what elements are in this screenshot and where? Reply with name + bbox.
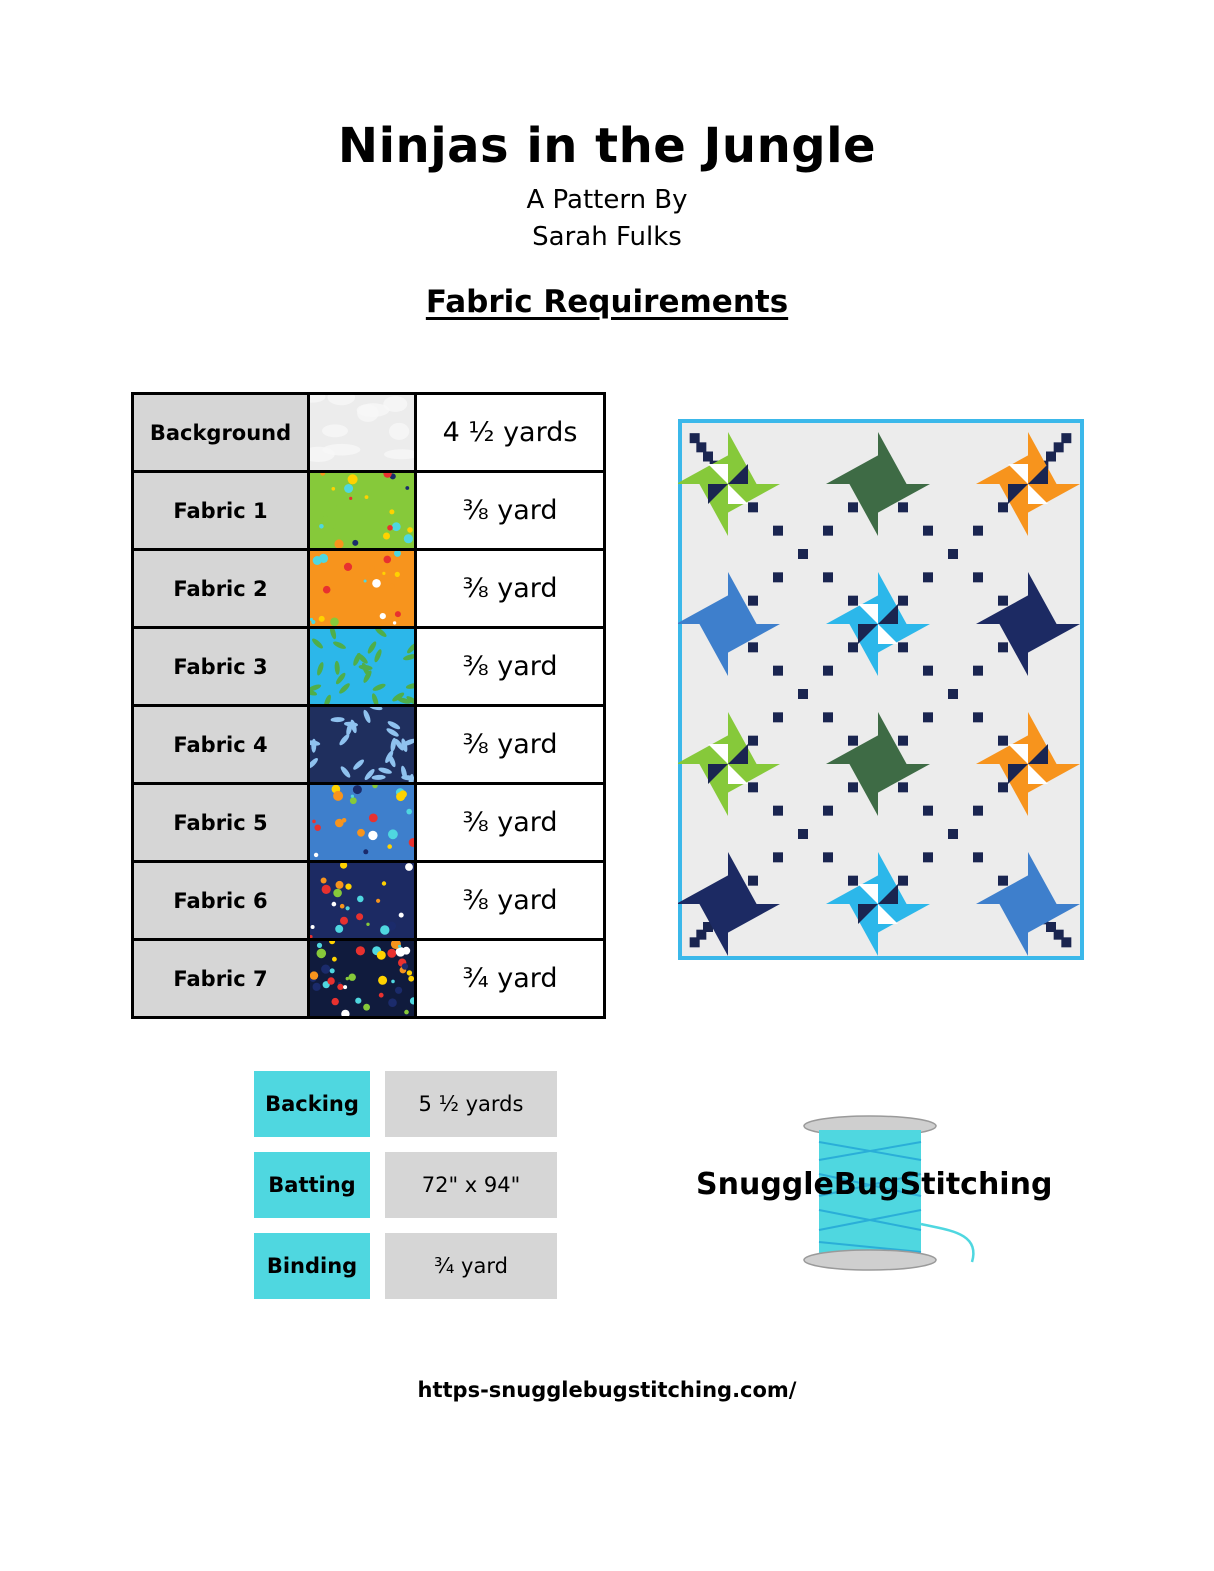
extras-list: Backing 5 ½ yards Batting 72" x 94" Bind… — [254, 1071, 557, 1314]
fabric-swatch-pattern — [310, 707, 414, 782]
fabric-amount: ⅜ yard — [414, 782, 606, 863]
fabric-label: Fabric 4 — [131, 704, 310, 785]
fabric-label: Fabric 7 — [131, 938, 310, 1019]
fabric-amount: ⅜ yard — [414, 548, 606, 629]
logo-text: SnuggleBugStitching — [696, 1167, 1053, 1202]
brand-logo: SnuggleBugStitching — [696, 1112, 1056, 1282]
fabric-swatch — [307, 782, 417, 863]
fabric-swatch — [307, 548, 417, 629]
fabric-label: Background — [131, 392, 310, 473]
thread-spool-icon — [803, 1115, 975, 1271]
fabric-row: Fabric 3 ⅜ yard — [131, 626, 606, 707]
extra-value: ¾ yard — [385, 1233, 557, 1299]
fabric-swatch-pattern — [310, 785, 414, 860]
fabric-swatch — [307, 392, 417, 473]
extra-value: 5 ½ yards — [385, 1071, 557, 1137]
fabric-amount: ⅜ yard — [414, 470, 606, 551]
fabric-amount: ⅜ yard — [414, 860, 606, 941]
fabric-label: Fabric 3 — [131, 626, 310, 707]
extra-row-binding: Binding ¾ yard — [254, 1233, 557, 1299]
fabric-swatch — [307, 860, 417, 941]
extra-label: Batting — [254, 1152, 370, 1218]
extra-label: Binding — [254, 1233, 370, 1299]
fabric-amount: 4 ½ yards — [414, 392, 606, 473]
extra-label: Backing — [254, 1071, 370, 1137]
fabric-row: Background 4 ½ yards — [131, 392, 606, 473]
section-title: Fabric Requirements — [425, 284, 789, 320]
fabric-label: Fabric 2 — [131, 548, 310, 629]
fabric-row: Fabric 2 ⅜ yard — [131, 548, 606, 629]
fabric-label: Fabric 5 — [131, 782, 310, 863]
subtitle-author: Sarah Fulks — [532, 222, 682, 252]
extra-row-backing: Backing 5 ½ yards — [254, 1071, 557, 1137]
fabric-swatch-pattern — [310, 941, 414, 1016]
fabric-row: Fabric 1 ⅜ yard — [131, 470, 606, 551]
subtitle-pattern-by: A Pattern By — [526, 185, 688, 215]
fabric-swatch — [307, 938, 417, 1019]
fabric-swatch — [307, 470, 417, 551]
fabric-swatch-pattern — [310, 473, 414, 548]
fabric-amount: ¾ yard — [414, 938, 606, 1019]
fabric-label: Fabric 1 — [131, 470, 310, 551]
fabric-swatch — [307, 704, 417, 785]
fabric-swatch-pattern — [310, 629, 414, 704]
page-title: Ninjas in the Jungle — [337, 118, 877, 174]
fabric-row: Fabric 5 ⅜ yard — [131, 782, 606, 863]
fabric-label: Fabric 6 — [131, 860, 310, 941]
website-url[interactable]: https-snugglebugstitching.com/ — [417, 1378, 797, 1402]
extra-row-batting: Batting 72" x 94" — [254, 1152, 557, 1218]
quilt-preview-image — [678, 419, 1084, 960]
extra-value: 72" x 94" — [385, 1152, 557, 1218]
fabric-amount: ⅜ yard — [414, 626, 606, 707]
fabric-swatch-pattern — [310, 863, 414, 938]
fabric-row: Fabric 4 ⅜ yard — [131, 704, 606, 785]
fabric-swatch-pattern — [310, 395, 414, 470]
fabric-swatch — [307, 626, 417, 707]
fabric-swatch-pattern — [310, 551, 414, 626]
fabric-row: Fabric 6 ⅜ yard — [131, 860, 606, 941]
fabric-amount: ⅜ yard — [414, 704, 606, 785]
fabric-row: Fabric 7 ¾ yard — [131, 938, 606, 1019]
